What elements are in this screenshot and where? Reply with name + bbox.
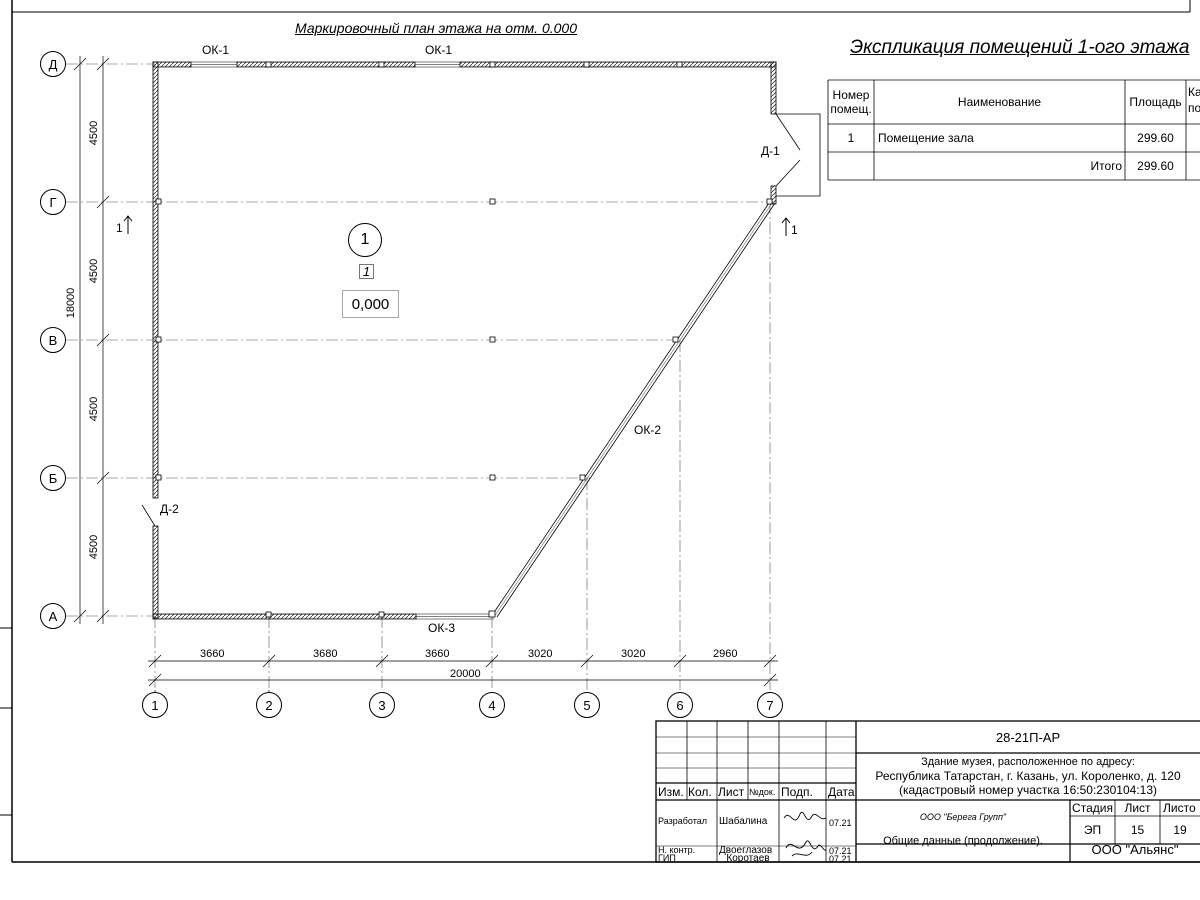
table-cell-room-number: 1 xyxy=(847,131,855,145)
row-axis-b: Б xyxy=(40,465,66,491)
sheets-value: 19 xyxy=(1173,823,1187,837)
vertical-dim-1: 4500 xyxy=(88,120,100,146)
table-cell-room-area: 299.60 xyxy=(1137,131,1174,145)
table-header-number: Номер помещ. xyxy=(830,88,872,116)
table-header-area: Площадь xyxy=(1129,95,1182,109)
col-header-ndok: №док. xyxy=(749,787,776,797)
vertical-dim-3: 4500 xyxy=(88,396,100,422)
table-header-category: Ка по xyxy=(1188,85,1200,115)
door-d2 xyxy=(141,504,156,527)
room-index-box: 1 xyxy=(359,264,374,279)
signer-name-chief-engineer: Коротаев xyxy=(726,852,770,864)
horizontal-dim-6: 2960 xyxy=(713,648,738,660)
col-axis-1: 1 xyxy=(142,692,168,718)
title-block-grid xyxy=(655,720,1200,863)
signer-date-chief-engineer: 07.21 xyxy=(829,853,852,864)
organization-name: ООО "Альянс" xyxy=(1091,841,1179,857)
window-ok1 xyxy=(191,61,460,68)
col-axis-2: 2 xyxy=(256,692,282,718)
table-total-label: Итого xyxy=(1090,159,1122,173)
signer-role-chief-engineer: ГИП xyxy=(658,853,676,863)
col-axis-3: 3 xyxy=(369,692,395,718)
signer-role-developer: Разработал xyxy=(658,816,707,826)
columns xyxy=(155,61,773,618)
col-axis-4: 4 xyxy=(479,692,505,718)
window-ok1-label-left: ОК-1 xyxy=(202,43,229,57)
row-axis-d: Д xyxy=(40,51,66,77)
window-ok3 xyxy=(416,613,494,620)
horizontal-dim-3: 3660 xyxy=(425,648,450,660)
horizontal-dimensions xyxy=(148,654,778,692)
window-ok1-label-right: ОК-1 xyxy=(425,43,452,57)
stage-label: Стадия xyxy=(1072,801,1113,815)
plan-title: Маркировочный план этажа на отм. 0.000 xyxy=(295,20,577,36)
section-markers xyxy=(123,215,791,236)
col-header-data: Дата xyxy=(828,785,855,799)
document-code: 28-21П-АР xyxy=(995,729,1061,745)
signer-role-norm-control: Н. контр. xyxy=(658,845,696,855)
horizontal-dim-total: 20000 xyxy=(450,668,481,680)
door-d1-label: Д-1 xyxy=(761,144,780,158)
horizontal-dim-2: 3680 xyxy=(313,648,338,660)
table-cell-room-name: Помещение зала xyxy=(878,131,974,145)
col-axis-7: 7 xyxy=(757,692,783,718)
sheet-value: 15 xyxy=(1130,823,1145,837)
window-ok2-diagonal xyxy=(492,199,776,618)
col-header-izm: Изм. xyxy=(658,785,684,799)
door-d1 xyxy=(775,113,821,197)
sheet-label: Лист xyxy=(1124,801,1151,815)
room-number-bubble: 1 xyxy=(348,223,382,257)
explication-table-grid xyxy=(827,79,1200,181)
sheets-label: Листо xyxy=(1163,801,1196,815)
signer-date-norm-control: 07.21 xyxy=(829,846,852,856)
explication-title: Экспликация помещений 1-ого этажа xyxy=(850,37,1190,58)
table-header-name: Наименование xyxy=(957,95,1042,109)
section-label-left: 1 xyxy=(116,221,123,235)
address-line-2: Республика Татарстан, г. Казань, ул. Кор… xyxy=(875,768,1181,783)
door-d2-label: Д-2 xyxy=(160,502,179,516)
vertical-dimensions xyxy=(73,56,110,624)
vertical-dim-total: 18000 xyxy=(65,287,77,319)
window-ok3-label: ОК-3 xyxy=(428,621,455,635)
col-header-podp: Подп. xyxy=(781,785,813,799)
signer-name-developer: Шабалина xyxy=(719,815,768,827)
table-total-value: 299.60 xyxy=(1137,159,1174,173)
address-line-1: Здание музея, расположенное по адресу: xyxy=(921,756,1135,768)
vertical-dim-2: 4500 xyxy=(88,258,100,284)
horizontal-dim-1: 3660 xyxy=(200,648,225,660)
stage-value: ЭП xyxy=(1083,823,1102,837)
row-axis-g: Г xyxy=(40,189,66,215)
company-name: ООО "Берега Групп" xyxy=(919,812,1007,822)
col-header-list: Лист xyxy=(718,785,745,799)
row-axis-v: В xyxy=(40,327,66,353)
signer-name-norm-control: Двоеглазов xyxy=(719,844,773,856)
vertical-dim-4: 4500 xyxy=(88,534,100,560)
col-axis-5: 5 xyxy=(574,692,600,718)
row-axis-a: А xyxy=(40,603,66,629)
horizontal-dim-4: 3020 xyxy=(528,648,553,660)
col-header-kol: Кол. xyxy=(688,785,712,799)
grid-lines xyxy=(66,63,771,690)
signer-date-developer: 07.21 xyxy=(829,818,852,828)
walls xyxy=(152,61,777,620)
signature-marks xyxy=(783,811,827,857)
window-ok2-label: ОК-2 xyxy=(634,423,661,437)
address-line-3: (кадастровый номер участка 16:50:230104:… xyxy=(899,782,1157,797)
room-level-mark: 0,000 xyxy=(342,290,399,318)
horizontal-dim-5: 3020 xyxy=(621,648,646,660)
document-title: Общие данные (продолжение). xyxy=(883,835,1043,847)
col-axis-6: 6 xyxy=(667,692,693,718)
section-label-right: 1 xyxy=(791,223,798,237)
